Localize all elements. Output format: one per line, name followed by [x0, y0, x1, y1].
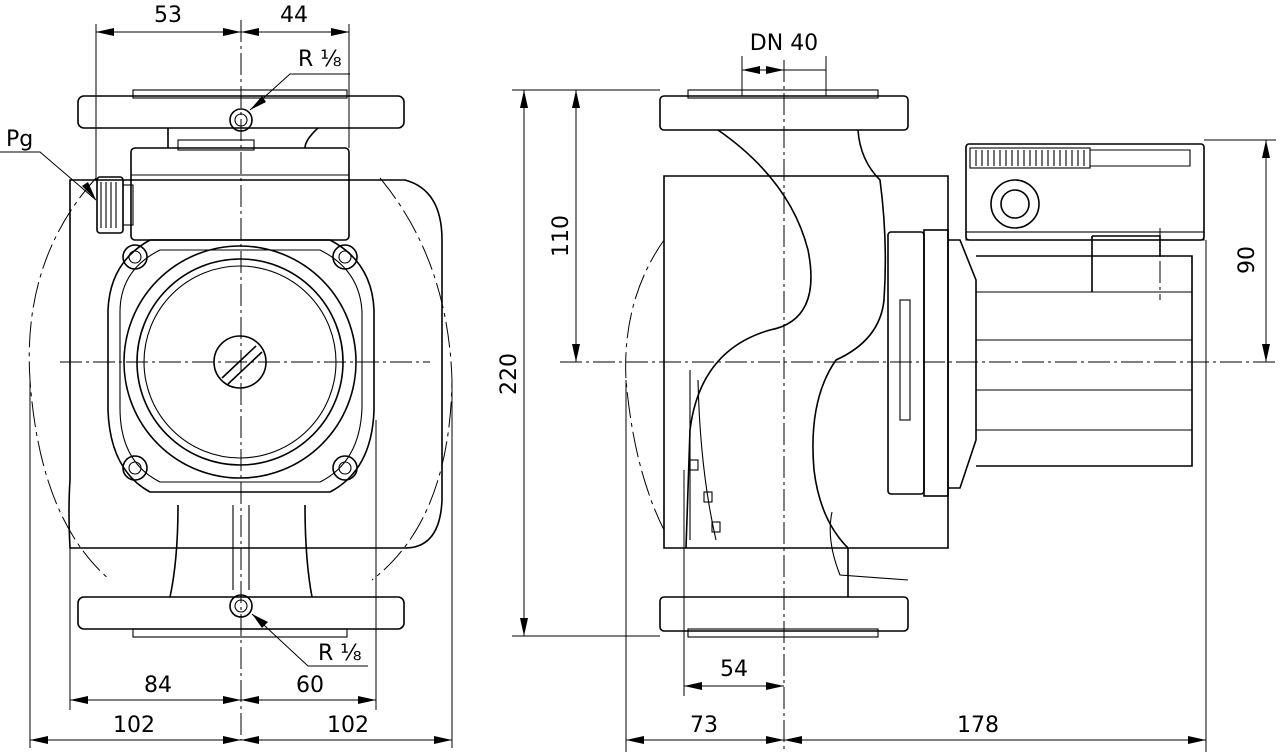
arrow	[30, 736, 48, 744]
volute-curve-inner	[685, 129, 812, 549]
top-flange-boss	[132, 89, 348, 99]
arrow	[520, 618, 528, 636]
arrow	[82, 182, 96, 200]
volute-tab-1	[689, 459, 699, 471]
bolt-top-right	[332, 244, 358, 270]
arrow	[331, 28, 349, 36]
dn-label: DN 40	[750, 31, 818, 56]
cable-gland-nut	[122, 184, 134, 226]
terminal-box	[130, 147, 350, 241]
motor-body-lines	[976, 291, 1192, 431]
bolt-bottom-right-inner	[338, 461, 352, 475]
leader-r-bottom	[251, 613, 368, 667]
arrow	[766, 66, 784, 74]
motor-flange-ring	[923, 229, 949, 497]
arrow	[241, 28, 259, 36]
dim-90-label: 90	[1235, 246, 1260, 274]
dim-mid-left-label: 84	[144, 673, 172, 698]
dim-73-label: 73	[690, 713, 718, 738]
motor-flange-slot	[899, 299, 911, 421]
motor-outer-circle	[123, 245, 357, 479]
motor-frame-inner	[119, 249, 363, 483]
arrow	[1262, 344, 1270, 362]
arrow	[766, 682, 784, 690]
vent-screw-slot	[221, 345, 263, 385]
motor-top-step	[1091, 235, 1161, 292]
side-outline-arc	[625, 239, 665, 531]
bottom-neck	[169, 504, 313, 598]
vent-slots	[975, 150, 1085, 166]
r-top-label: R ⅛	[298, 47, 342, 72]
arrow	[684, 682, 702, 690]
pg-label: Pg	[6, 127, 33, 152]
motor-flange-plate	[887, 231, 925, 495]
dim-mid-right-label: 60	[296, 673, 324, 698]
arrow	[223, 736, 241, 744]
arrow	[572, 344, 580, 362]
dim-178-label: 178	[957, 713, 999, 738]
bolt-top-right-inner	[338, 250, 352, 264]
bottom-rib	[232, 505, 250, 590]
terminal-head-vents	[969, 147, 1091, 169]
cable-gland-thread	[100, 182, 117, 228]
arrow	[70, 696, 88, 704]
arrow	[250, 96, 266, 110]
volute-lower-lip	[829, 511, 909, 581]
front-view: 53 44 84 60 102 102 Pg R ⅛ R ⅛	[0, 3, 453, 748]
motor-frame	[107, 239, 375, 493]
pump-housing	[68, 179, 443, 549]
arrow	[358, 696, 376, 704]
dim-54-label: 54	[720, 657, 748, 682]
dim-220-label: 220	[497, 353, 522, 395]
terminal-head-base	[965, 231, 1205, 241]
leader-r-top	[249, 73, 350, 111]
leader-pg	[0, 151, 97, 201]
bolt-bottom-right	[332, 455, 358, 481]
dim-top-right-label: 44	[280, 3, 308, 28]
dim-110-label: 110	[549, 215, 574, 257]
side-bottom-flange-boss	[687, 628, 879, 638]
r-bottom-label: R ⅛	[318, 641, 362, 666]
bolt-bottom-left	[122, 455, 148, 481]
side-view: DN 40 220 110 90 54 73 178	[497, 31, 1276, 752]
arrow	[252, 614, 268, 628]
arrow	[96, 28, 114, 36]
volute-tab-2	[703, 491, 713, 503]
top-neck	[167, 127, 319, 149]
bolt-top-left-inner	[128, 250, 142, 264]
volute-tab-3	[711, 521, 721, 533]
arrow	[520, 90, 528, 108]
arrow	[223, 28, 241, 36]
speed-knob	[990, 179, 1040, 229]
bolt-top-left	[122, 244, 148, 270]
arrow	[784, 736, 802, 744]
arrow	[1262, 140, 1270, 158]
arrow	[1188, 736, 1206, 744]
terminal-head-strip	[1090, 149, 1191, 167]
motor-body	[976, 255, 1193, 467]
terminal-head	[965, 143, 1205, 241]
dim-bottom-right-label: 102	[327, 713, 369, 738]
bolt-bottom-left-inner	[128, 461, 142, 475]
volute-ribs	[689, 370, 717, 541]
arrow	[766, 736, 784, 744]
arrow	[241, 736, 259, 744]
bottom-flange-boss	[132, 628, 348, 638]
arrow	[241, 696, 259, 704]
volute-curve-outer	[812, 129, 887, 597]
speed-knob-inner	[1000, 189, 1030, 219]
side-housing	[663, 175, 949, 549]
arrow	[223, 696, 241, 704]
arrow	[572, 90, 580, 108]
arrow	[626, 736, 644, 744]
terminal-box-cap	[177, 139, 255, 151]
arrow	[434, 736, 452, 744]
arrow	[742, 66, 760, 74]
dim-bottom-left-label: 102	[113, 713, 155, 738]
dim-top-left-label: 53	[154, 3, 182, 28]
side-top-flange-boss	[687, 89, 879, 99]
motor-flange-bevel	[948, 239, 977, 489]
